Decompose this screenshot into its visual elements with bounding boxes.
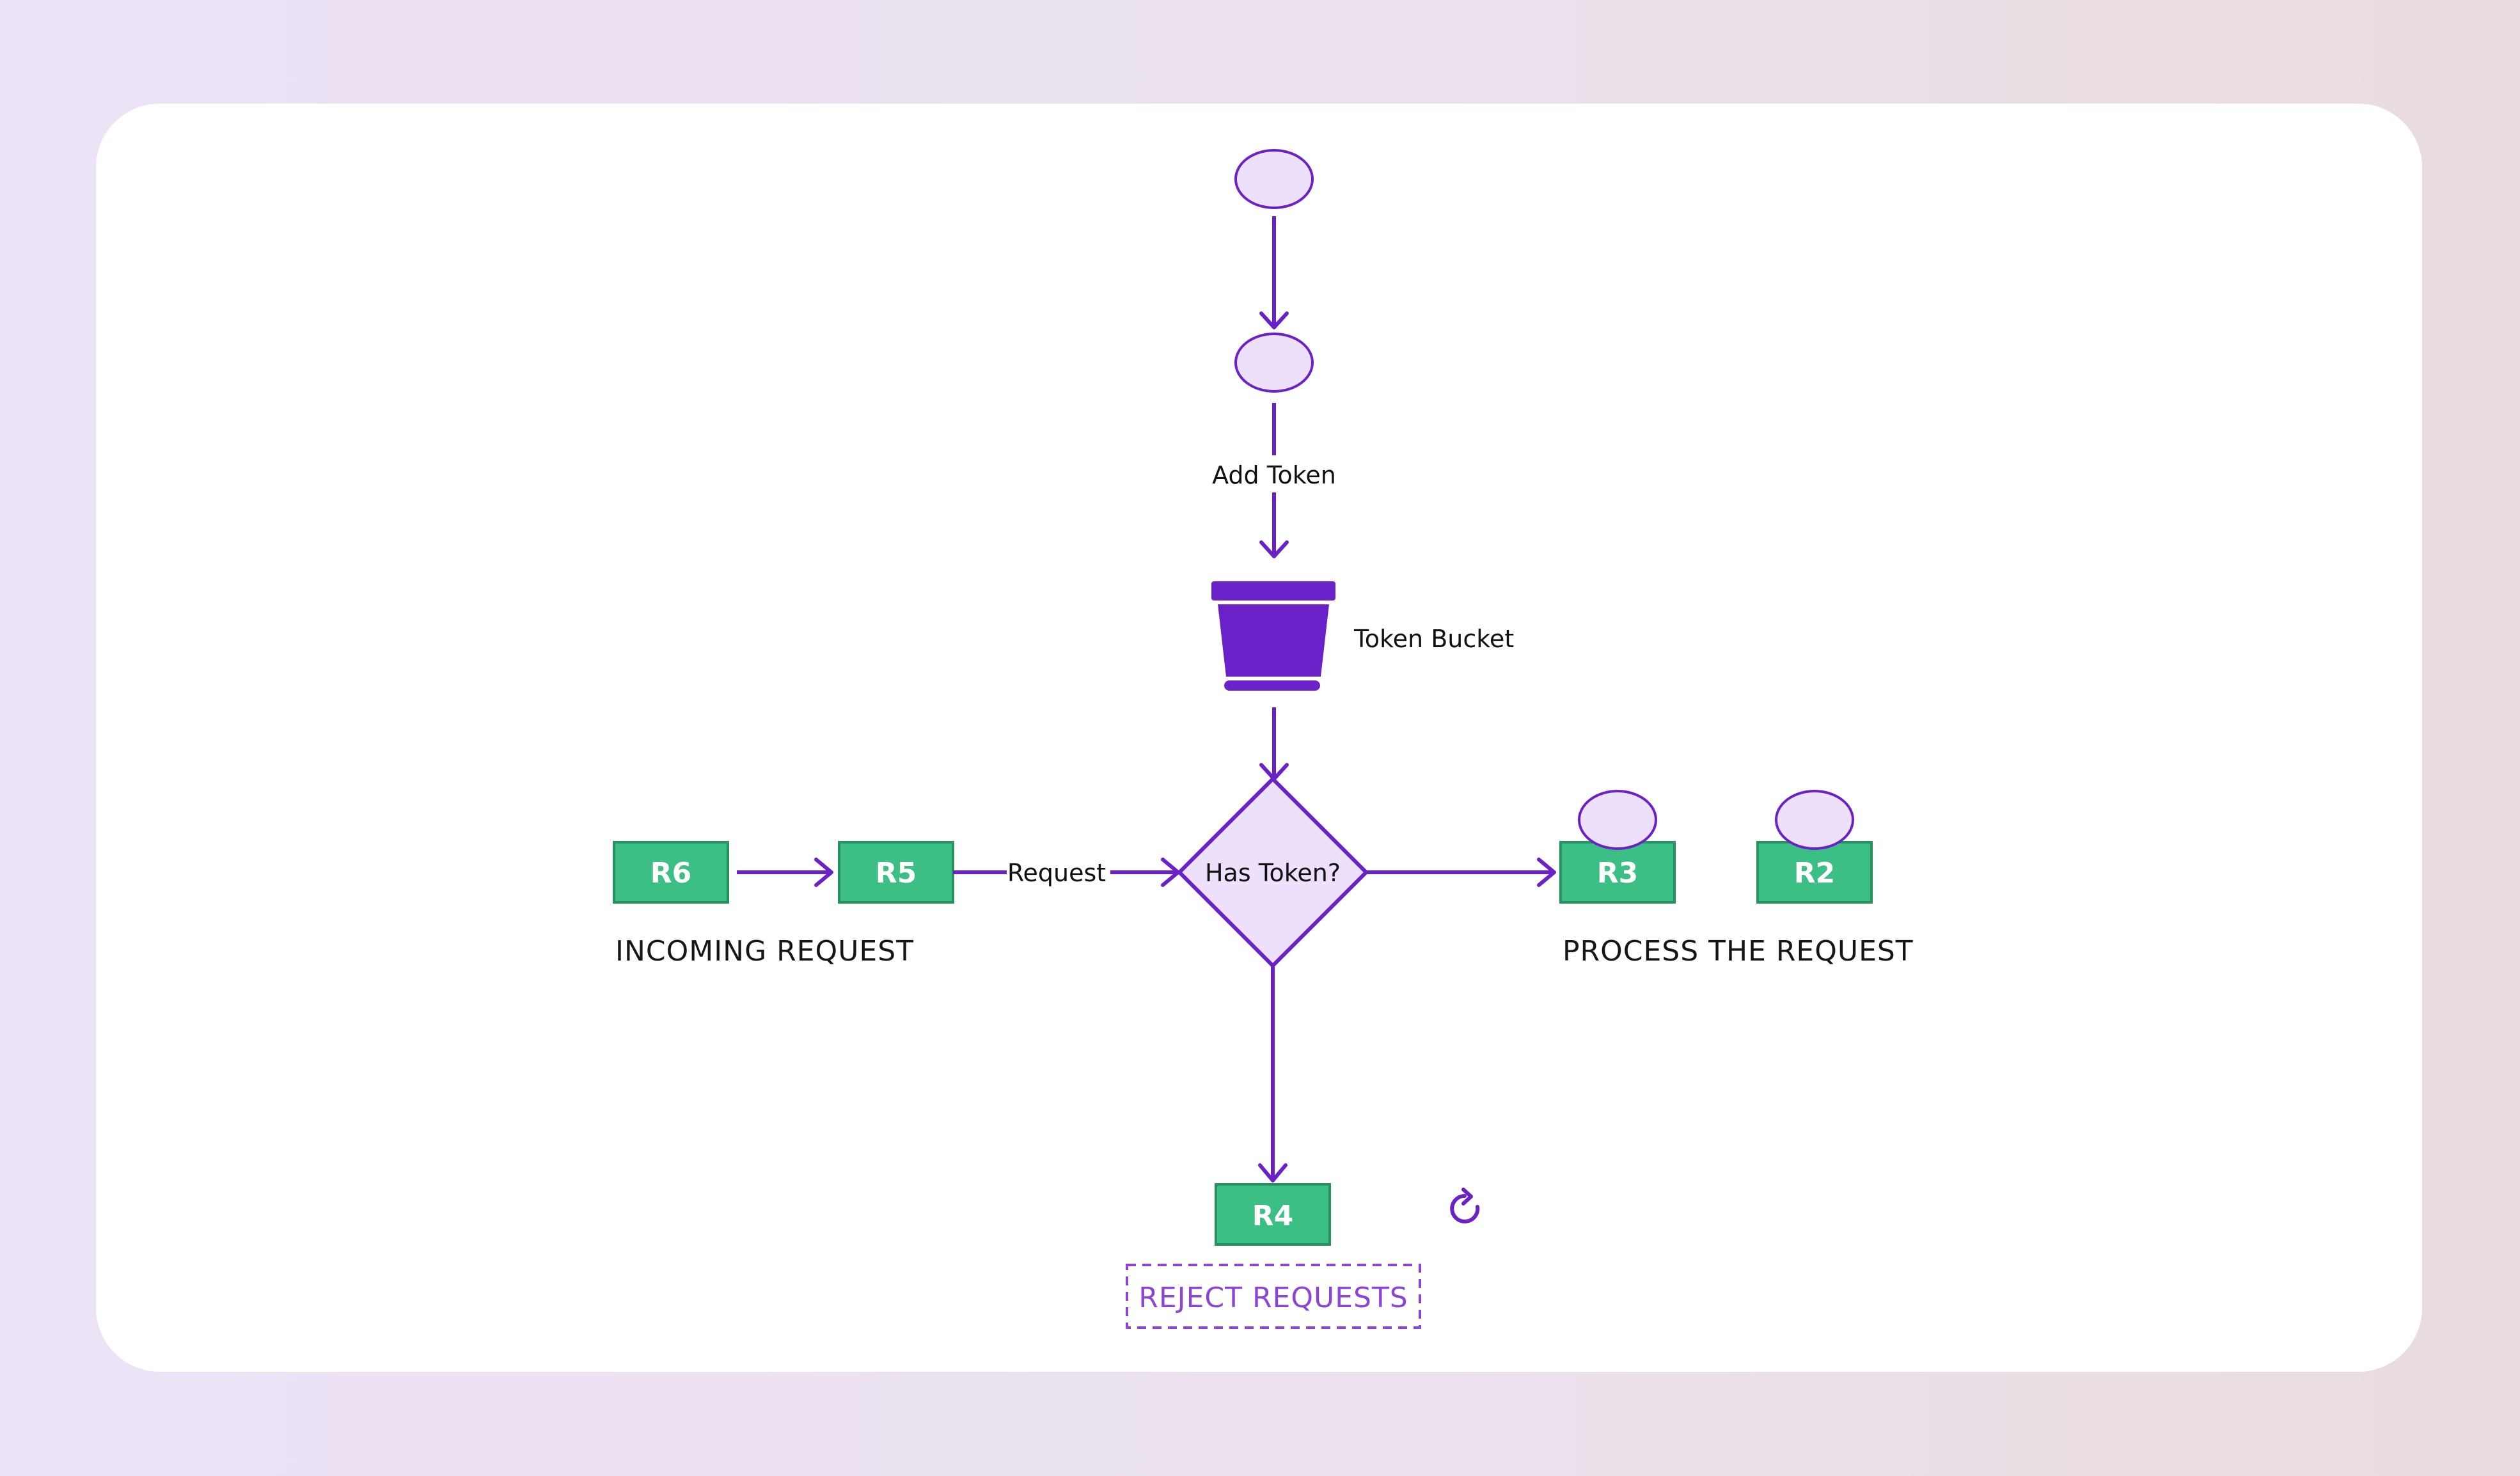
request-r5 xyxy=(838,841,954,904)
has-token-label: Has Token? xyxy=(1205,859,1341,887)
request-r4 xyxy=(1215,1183,1331,1246)
request-r3 xyxy=(1559,841,1676,904)
token-on-r2 xyxy=(1775,790,1854,850)
request-edge-label: Request xyxy=(1007,859,1106,887)
arrowhead-add-token xyxy=(1259,540,1289,558)
incoming-request-label: INCOMING REQUEST xyxy=(615,935,914,968)
request-r6-label: R6 xyxy=(650,857,692,890)
token-bucket-label: Token Bucket xyxy=(1353,625,1514,653)
refresh-icon[interactable] xyxy=(1450,1188,1480,1223)
token-falling-2 xyxy=(1234,333,1314,393)
add-token-label: Add Token xyxy=(1212,461,1336,489)
arrowhead-decision-to-reject xyxy=(1258,1163,1288,1182)
request-r3-label: R3 xyxy=(1597,857,1639,890)
request-r2-label: R2 xyxy=(1794,857,1836,890)
request-r5-label: R5 xyxy=(876,857,917,890)
reject-requests-label: REJECT REQUESTS xyxy=(1138,1282,1408,1314)
arrowhead-r6-to-r5 xyxy=(814,858,833,887)
request-r6 xyxy=(613,841,729,904)
process-request-label: PROCESS THE REQUEST xyxy=(1563,935,1914,968)
arrowhead-decision-to-process xyxy=(1537,858,1556,887)
bucket-icon xyxy=(1211,581,1335,691)
reject-requests-frame xyxy=(1126,1264,1421,1329)
arrowhead-token-to-token xyxy=(1259,311,1289,329)
token-on-r3 xyxy=(1578,790,1657,850)
request-r4-label: R4 xyxy=(1252,1200,1294,1232)
diagram-card xyxy=(96,104,2422,1372)
token-falling-1 xyxy=(1234,149,1314,209)
arrowhead-request-to-decision xyxy=(1161,858,1180,887)
